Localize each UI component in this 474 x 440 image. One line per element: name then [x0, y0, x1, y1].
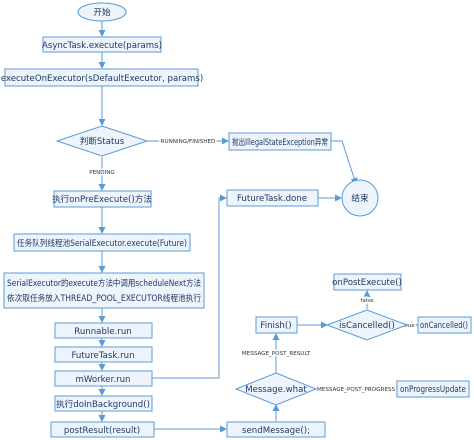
node-enqueue-label: 任务队列线程池SerialExecutor.execute(Future): [17, 237, 187, 249]
node-post-result: postResult(result): [50, 421, 155, 438]
node-on-cancelled: onCancelled(): [417, 316, 472, 334]
node-execute-on-executor-label: executeOnExecutor(sDefaultExecutor, para…: [1, 74, 203, 84]
node-serial-executor: SerialExecutor的execute方法中调用scheduleNext方…: [3, 272, 205, 309]
node-runnable-run-label: Runnable.run: [74, 327, 131, 337]
edge-label-message-post-result: MESSAGE_POST_RESULT: [242, 351, 311, 357]
edges: RUNNING/FINISHED PENDING MESSAGE_POST_PR…: [88, 21, 418, 433]
node-on-pre-execute: 执行onPreExecute()方法: [52, 190, 152, 208]
node-mworker-run-label: mWorker.run: [75, 375, 130, 385]
node-async-execute-label: AsyncTask.execute(params): [42, 41, 162, 51]
node-start-label: 开始: [93, 6, 111, 18]
node-on-progress-update-label: onProgressUpdate: [400, 385, 466, 395]
node-send-message: sendMessage();: [226, 421, 326, 438]
node-message-what: Message.what: [234, 372, 318, 406]
node-async-execute: AsyncTask.execute(params): [42, 36, 162, 53]
node-serial-executor-line2: 依次取任务放入THREAD_POOL_EXECUTOR线程池执行: [7, 292, 201, 304]
node-start: 开始: [77, 2, 127, 22]
node-serial-executor-line1: SerialExecutor的execute方法中调用scheduleNext方…: [7, 277, 201, 289]
node-status-check-label: 判断Status: [80, 135, 125, 147]
node-message-what-label: Message.what: [245, 385, 307, 395]
node-futuretask-done-label: FutureTask.done: [237, 194, 307, 204]
node-finish-label: Finish(): [260, 321, 291, 331]
node-finish: Finish(): [255, 316, 298, 334]
node-on-cancelled-label: onCancelled(): [420, 321, 468, 331]
node-status-check: 判断Status: [55, 125, 149, 157]
node-is-cancelled-label: isCancelled(): [339, 321, 395, 331]
edge-label-running-finished: RUNNING/FINISHED: [161, 139, 216, 145]
node-is-cancelled: isCancelled(): [325, 309, 409, 341]
node-post-result-label: postResult(result): [64, 426, 140, 436]
node-on-post-execute-label: onPostExecute(): [332, 278, 402, 288]
edge-label-false: false: [360, 298, 374, 304]
node-enqueue: 任务队列线程池SerialExecutor.execute(Future): [13, 233, 191, 252]
node-end-label: 结束: [351, 192, 369, 204]
edge-label-pending: PENDING: [89, 170, 115, 176]
node-mworker-run: mWorker.run: [54, 370, 153, 387]
node-futuretask-done: FutureTask.done: [226, 189, 319, 207]
node-do-in-background-label: 执行doInBackground(): [56, 398, 150, 410]
node-futuretask-run-label: FutureTask.run: [71, 351, 134, 361]
node-do-in-background: 执行doInBackground(): [54, 395, 153, 412]
node-on-progress-update: onProgressUpdate: [396, 380, 470, 398]
node-send-message-label: sendMessage();: [242, 426, 310, 436]
node-throw-exception: 抛出IllegalStateException异常: [228, 132, 332, 151]
edge-exception-to-end: [331, 140, 358, 185]
node-futuretask-run: FutureTask.run: [54, 346, 153, 363]
node-throw-exception-label: 抛出IllegalStateException异常: [232, 136, 328, 148]
edge-mworker-to-futuretaskdone: [152, 194, 227, 379]
node-on-post-execute: onPostExecute(): [332, 273, 402, 291]
node-execute-on-executor: executeOnExecutor(sDefaultExecutor, para…: [1, 68, 203, 87]
edge-label-true: true: [403, 323, 415, 329]
edge-label-message-post-progress: MESSAGE_POST_PROGRESS: [317, 387, 395, 393]
node-on-pre-execute-label: 执行onPreExecute()方法: [52, 193, 152, 205]
node-runnable-run: Runnable.run: [54, 322, 153, 339]
node-end: 结束: [341, 179, 379, 217]
